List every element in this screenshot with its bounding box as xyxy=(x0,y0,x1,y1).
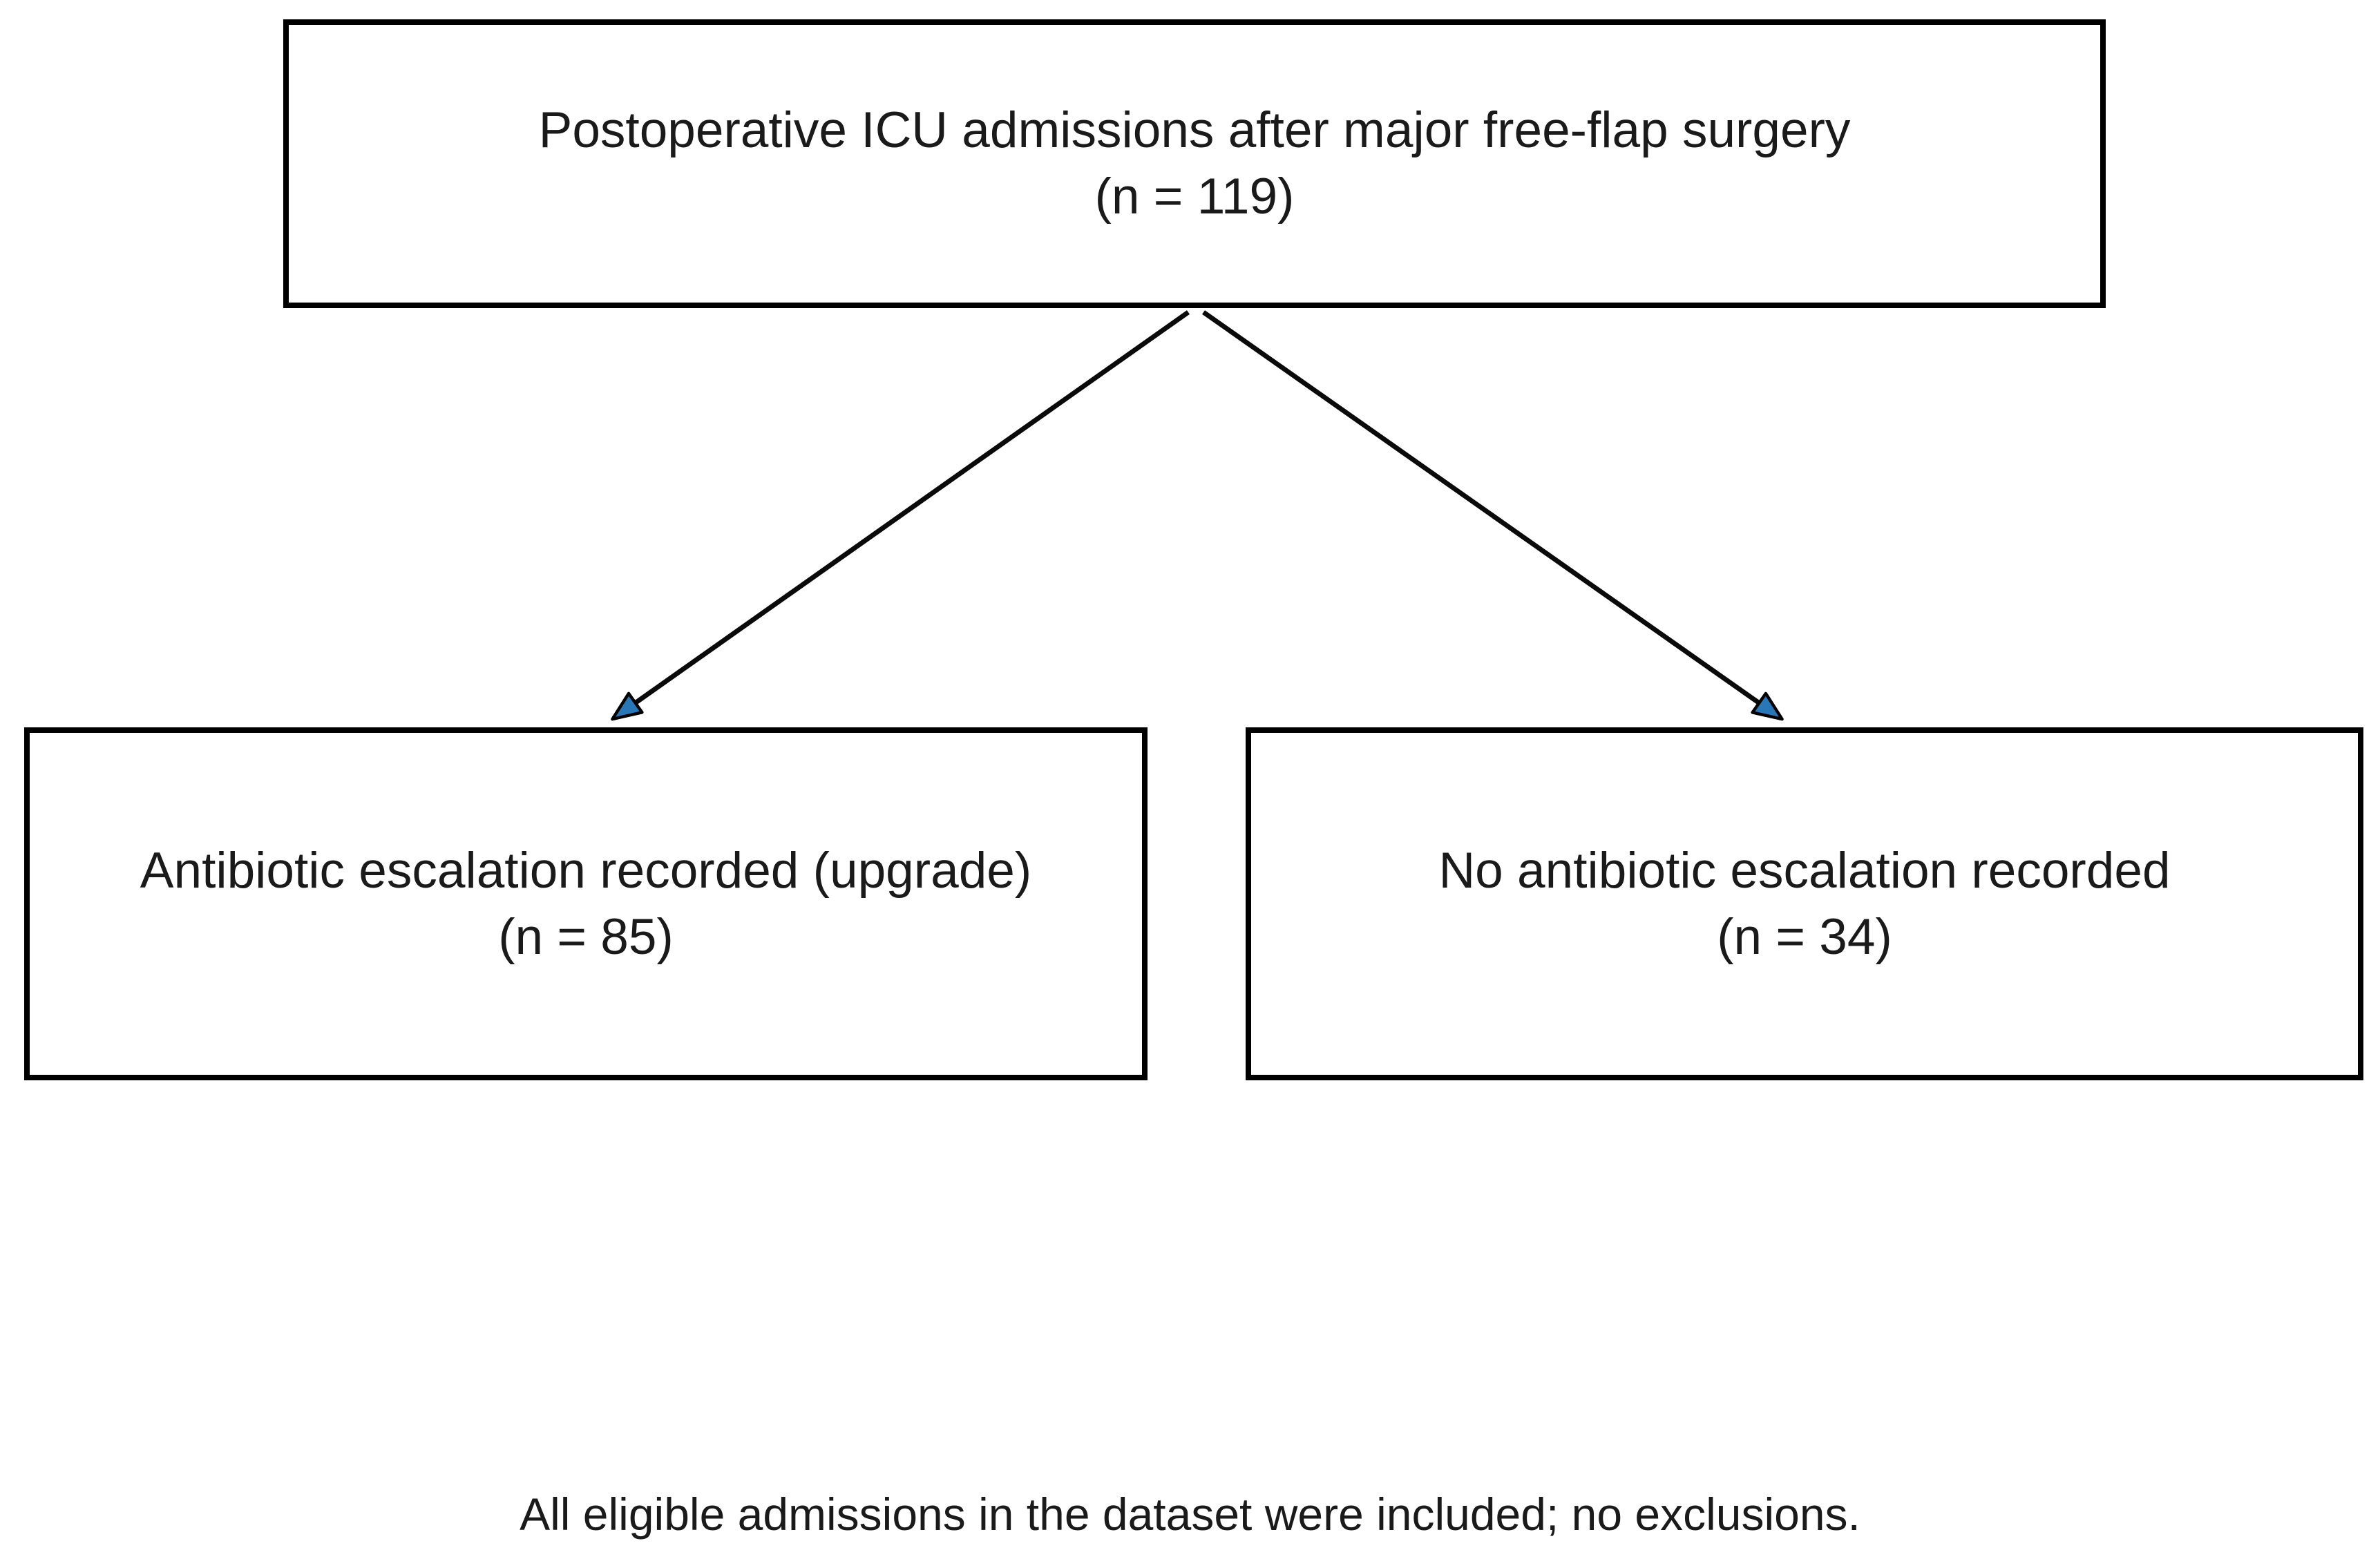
footnote: All eligible admissions in the dataset w… xyxy=(520,1489,1860,1540)
node-escalation-count: (n = 85) xyxy=(498,908,674,965)
node-source-label: Postoperative ICU admissions after major… xyxy=(538,102,1851,158)
node-escalation: Antibiotic escalation recorded (upgrade)… xyxy=(24,727,1148,1080)
node-source-count: (n = 119) xyxy=(1094,169,1295,224)
node-no-escalation: No antibiotic escalation recorded (n = 3… xyxy=(1246,727,2363,1080)
node-no-escalation-count: (n = 34) xyxy=(1717,908,1892,965)
node-no-escalation-label: No antibiotic escalation recorded xyxy=(1438,842,2171,899)
arrow-to-no-escalation xyxy=(1201,310,1784,721)
node-escalation-label: Antibiotic escalation recorded (upgrade) xyxy=(140,842,1032,899)
arrow-to-escalation xyxy=(611,310,1190,721)
node-source: Postoperative ICU admissions after major… xyxy=(283,19,2106,308)
